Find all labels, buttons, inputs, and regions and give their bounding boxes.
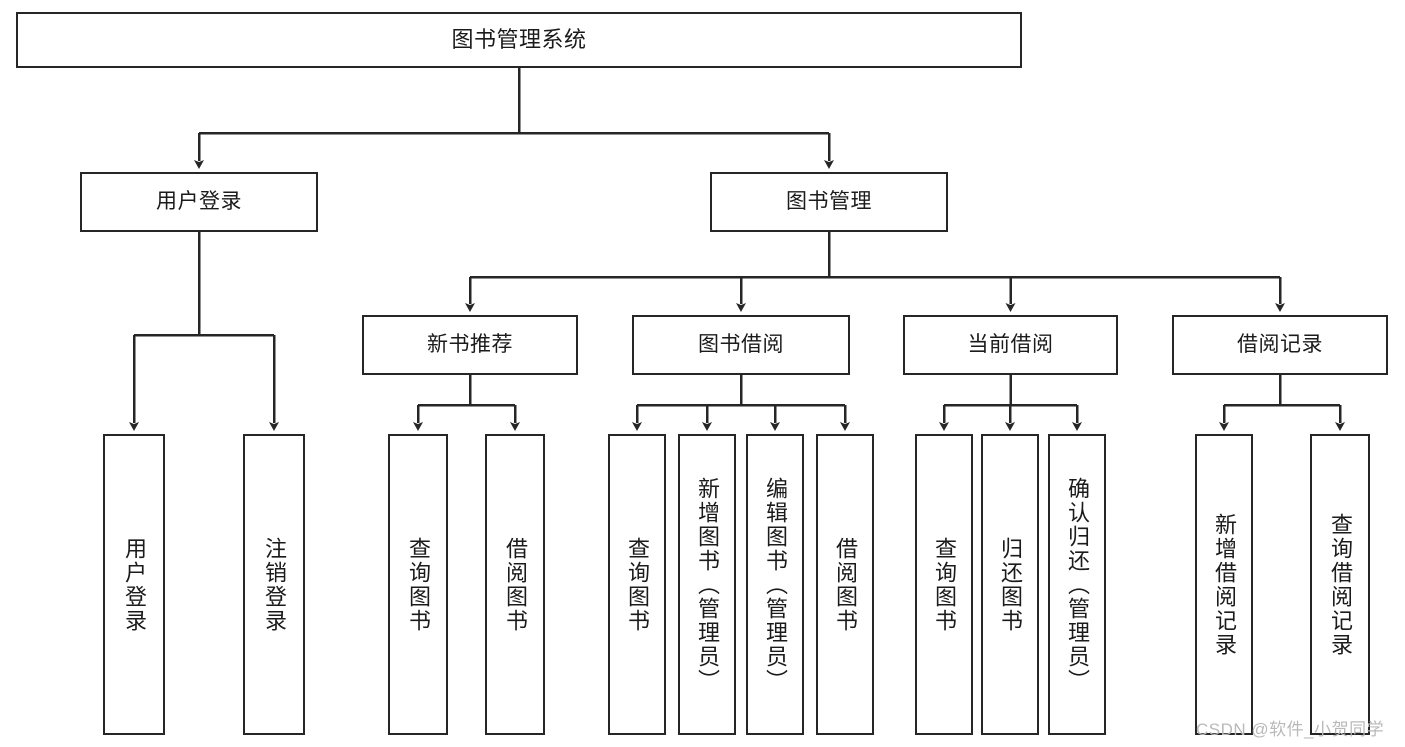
node-label-borrow: 图书借阅 [698,333,784,357]
node-borrow-do[interactable]: 借阅图书 [816,434,874,735]
node-label-current-confirm: 确认归还（管理员） [1065,476,1090,693]
node-current-confirm[interactable]: 确认归还（管理员） [1048,434,1106,735]
node-login-user[interactable]: 用户登录 [103,434,165,735]
node-newbook-query[interactable]: 查询图书 [388,434,448,735]
node-label-current-return: 归还图书 [998,536,1023,633]
node-label-newbook-borrow: 借阅图书 [503,536,528,633]
node-label-login: 用户登录 [156,190,242,214]
node-login[interactable]: 用户登录 [80,172,318,232]
node-current-query[interactable]: 查询图书 [915,434,973,735]
node-current-return[interactable]: 归还图书 [981,434,1039,735]
node-records-query[interactable]: 查询借阅记录 [1310,434,1370,735]
node-label-borrow-add: 新增图书（管理员） [695,476,720,693]
node-borrow-edit[interactable]: 编辑图书（管理员） [746,434,804,735]
csdn-watermark: CSDN @软件_小贺同学 [1196,720,1385,739]
node-borrow-query[interactable]: 查询图书 [608,434,666,735]
node-borrow[interactable]: 图书借阅 [632,315,850,375]
node-bookmgmt[interactable]: 图书管理 [710,172,948,232]
node-newbook-borrow[interactable]: 借阅图书 [485,434,545,735]
node-label-bookmgmt: 图书管理 [786,190,872,214]
node-label-borrow-query: 查询图书 [625,536,650,633]
node-label-records: 借阅记录 [1237,333,1323,357]
node-label-login-logout: 注销登录 [262,536,287,633]
node-label-records-query: 查询借阅记录 [1328,512,1353,657]
node-label-login-user: 用户登录 [122,536,147,633]
node-label-borrow-edit: 编辑图书（管理员） [763,476,788,693]
node-records-add[interactable]: 新增借阅记录 [1195,434,1253,735]
node-label-root: 图书管理系统 [451,26,587,52]
node-label-current: 当前借阅 [967,333,1054,357]
node-borrow-add[interactable]: 新增图书（管理员） [678,434,736,735]
node-label-newbook-query: 查询图书 [406,536,431,633]
node-current[interactable]: 当前借阅 [903,315,1118,375]
node-login-logout[interactable]: 注销登录 [243,434,305,735]
node-label-newbook: 新书推荐 [427,333,513,357]
node-newbook[interactable]: 新书推荐 [362,315,578,375]
node-label-records-add: 新增借阅记录 [1212,512,1237,657]
node-records[interactable]: 借阅记录 [1172,315,1388,375]
node-label-borrow-do: 借阅图书 [833,536,858,633]
node-label-current-query: 查询图书 [932,536,957,633]
node-root[interactable]: 图书管理系统 [16,12,1022,68]
